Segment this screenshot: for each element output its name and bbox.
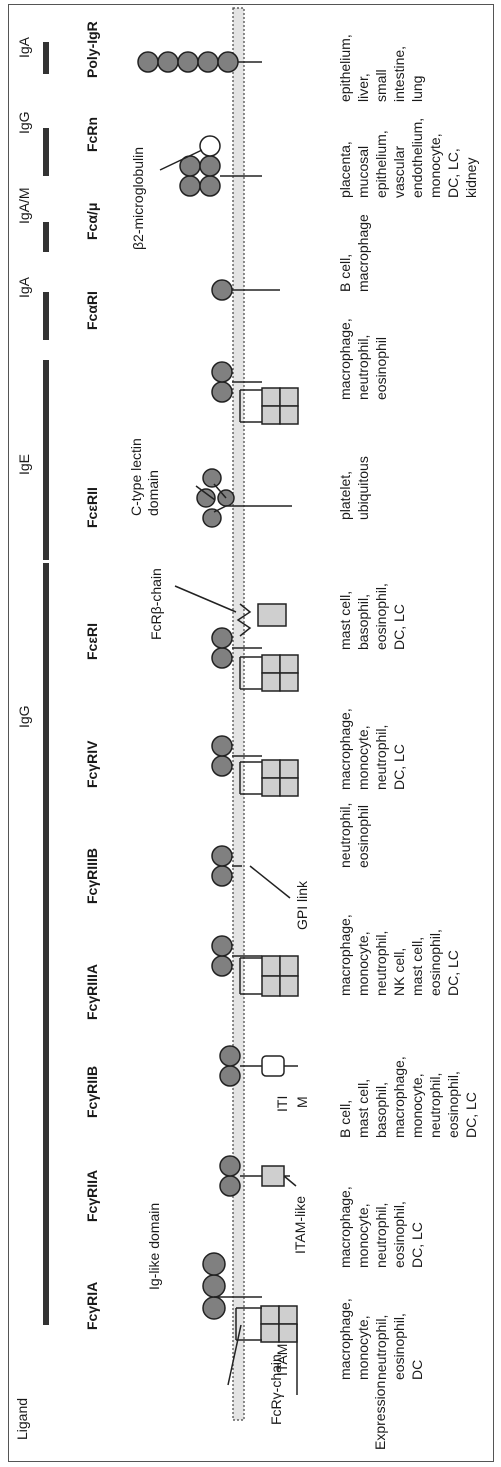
ig-domain	[212, 382, 232, 402]
ig-domain	[212, 280, 232, 300]
ig-domain	[212, 756, 232, 776]
ig-domain	[220, 1156, 240, 1176]
ig-domain	[218, 52, 238, 72]
ig-domain	[178, 52, 198, 72]
cell-membrane	[233, 8, 244, 1420]
ig-domain	[212, 846, 232, 866]
ig-domain	[220, 1046, 240, 1066]
ig-domain	[180, 176, 200, 196]
ig-domain	[203, 1253, 225, 1275]
itam-box	[261, 1306, 279, 1324]
ig-domain	[200, 176, 220, 196]
receptor-fcgriv	[212, 736, 298, 796]
lectin-domain	[203, 469, 221, 487]
ligand-bar-igg	[43, 563, 49, 1325]
ig-domain	[212, 866, 232, 886]
lectin-domain	[203, 509, 221, 527]
ig-domain	[212, 956, 232, 976]
ig-domain	[212, 936, 232, 956]
ig-domain	[198, 52, 218, 72]
receptor-fcari	[212, 362, 298, 424]
receptor-fcgriiib	[212, 846, 290, 898]
ligand-bar-iga-poly	[43, 42, 49, 74]
ig-domain	[200, 156, 220, 176]
ligand-bar-igam	[43, 222, 49, 252]
itam-box	[261, 1324, 279, 1342]
receptor-fcrn	[160, 136, 262, 196]
receptor-fcgriia	[220, 1156, 296, 1196]
ig-domain	[212, 736, 232, 756]
ig-domain	[212, 362, 232, 382]
ig-domain	[138, 52, 158, 72]
itam-like-box	[262, 1166, 284, 1186]
receptor-fcgria	[203, 1253, 297, 1395]
ligand-bar-ige	[43, 360, 49, 560]
ligand-bar-igg-fcrn	[43, 128, 49, 176]
ig-domain	[212, 648, 232, 668]
b2-microglobulin-domain	[200, 136, 220, 156]
itam-box	[279, 1324, 297, 1342]
ig-domain	[203, 1275, 225, 1297]
receptor-fcgriiia	[212, 936, 298, 996]
receptor-fcgriib	[220, 1046, 298, 1086]
iti-box	[262, 1056, 284, 1076]
ig-domain	[158, 52, 178, 72]
itam-box	[279, 1306, 297, 1324]
receptor-fcam	[212, 280, 280, 300]
ligand-bar-iga	[43, 292, 49, 340]
ig-domain	[203, 1297, 225, 1319]
ig-domain	[212, 628, 232, 648]
ig-domain	[220, 1066, 240, 1086]
ig-domain	[220, 1176, 240, 1196]
